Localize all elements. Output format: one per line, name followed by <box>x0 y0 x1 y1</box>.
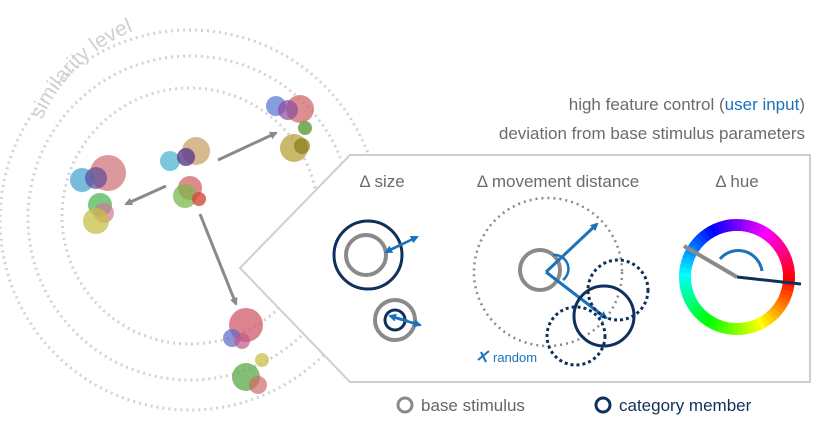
random-label: random <box>493 350 537 365</box>
hue-segment <box>686 299 700 311</box>
hue-segment <box>766 232 779 245</box>
movement-diagram: random <box>472 196 650 367</box>
hue-segment <box>679 271 692 277</box>
similarity-level-label: similarity level <box>26 14 136 122</box>
cluster-left <box>70 155 126 234</box>
hue-segment <box>748 220 758 234</box>
hue-segment <box>692 235 705 248</box>
hue-segment <box>695 232 708 245</box>
hue-segment <box>766 309 779 322</box>
hue-segment <box>780 288 794 298</box>
hue-segment <box>756 316 766 330</box>
hue-segment <box>695 309 708 322</box>
hue-segment <box>744 219 753 233</box>
hue-segment <box>731 322 737 335</box>
hue-base-line <box>682 244 739 279</box>
hue-segment <box>680 256 694 266</box>
hue-segment <box>778 252 792 262</box>
size-member-large <box>332 219 404 291</box>
hue-segment <box>679 261 693 270</box>
hue-segment <box>776 248 790 258</box>
hue-segment <box>769 235 782 248</box>
hue-segment <box>703 314 714 328</box>
hue-segment <box>737 219 743 232</box>
cluster-top-right <box>266 95 314 162</box>
legend-category-icon <box>594 396 612 414</box>
hue-segment <box>776 296 790 307</box>
hue-segment <box>679 280 692 288</box>
hue-segment <box>689 303 702 315</box>
arrow-to-left <box>124 184 167 206</box>
panel-title-hue: Δ hue <box>715 172 759 191</box>
hue-segment <box>771 303 785 315</box>
arrow-to-bottom <box>198 213 238 306</box>
cluster-center <box>160 137 210 208</box>
hue-segment <box>772 239 785 251</box>
hue-segment <box>752 318 762 332</box>
legend-base-icon <box>396 396 414 414</box>
hue-segment <box>680 288 694 297</box>
hue-member-line <box>736 275 802 286</box>
hue-segment <box>684 296 698 306</box>
hue-segment <box>712 222 722 236</box>
movement-member-dotted-1 <box>586 258 650 322</box>
legend: base stimulus category member <box>396 396 752 415</box>
size-base-large <box>344 233 388 277</box>
hue-segment <box>712 318 722 332</box>
header-line-2: deviation from base stimulus parameters <box>499 124 805 143</box>
panel-title-movement: Δ movement distance <box>477 172 640 191</box>
hue-segment <box>774 243 788 255</box>
hue-segment <box>781 284 795 293</box>
hue-segment <box>682 292 696 302</box>
movement-base <box>518 248 562 292</box>
movement-member-dotted-2 <box>545 305 607 367</box>
hue-segment <box>717 220 726 234</box>
hue-segment <box>716 320 726 334</box>
hue-segment <box>699 229 711 242</box>
hue-segment <box>682 252 696 262</box>
deviation-arrows <box>124 131 278 306</box>
hue-segment <box>736 322 743 335</box>
hue-segment <box>769 306 782 319</box>
hue-segment <box>740 322 748 335</box>
hue-segment <box>778 292 792 302</box>
movement-range <box>472 196 624 348</box>
hue-segment <box>759 314 771 328</box>
hue-segment <box>782 266 795 274</box>
hue-segment <box>692 306 705 319</box>
hue-segment <box>731 219 738 232</box>
hue-segment <box>726 219 734 232</box>
hue-segment <box>748 320 757 334</box>
hue-segment <box>689 239 703 251</box>
hue-segment <box>679 276 692 283</box>
hue-segment <box>707 316 718 330</box>
legend-base-label: base stimulus <box>421 396 525 415</box>
hue-segment <box>780 257 794 266</box>
hue-segment <box>721 321 730 335</box>
hue-segment <box>703 226 715 240</box>
hue-segment <box>763 312 775 325</box>
header-line-1: high feature control (user input) <box>569 95 805 114</box>
hue-segment <box>782 271 795 278</box>
hue-wheel <box>679 219 795 335</box>
random-icon <box>477 350 490 363</box>
hue-segment <box>774 300 788 311</box>
movement-member-solid <box>572 284 636 348</box>
size-diagram <box>332 219 422 342</box>
hue-diagram <box>679 219 802 335</box>
hue-segment <box>752 222 762 236</box>
legend-category-label: category member <box>619 396 752 415</box>
hue-segment <box>756 224 767 238</box>
hue-segment <box>699 311 711 325</box>
hue-segment <box>760 226 771 240</box>
panel-title-size: Δ size <box>359 172 404 191</box>
arrow-to-top-right <box>217 131 278 162</box>
cluster-bottom <box>223 308 269 394</box>
hue-segment <box>763 229 775 243</box>
hue-segment <box>708 224 718 238</box>
callout-panel <box>238 154 811 383</box>
